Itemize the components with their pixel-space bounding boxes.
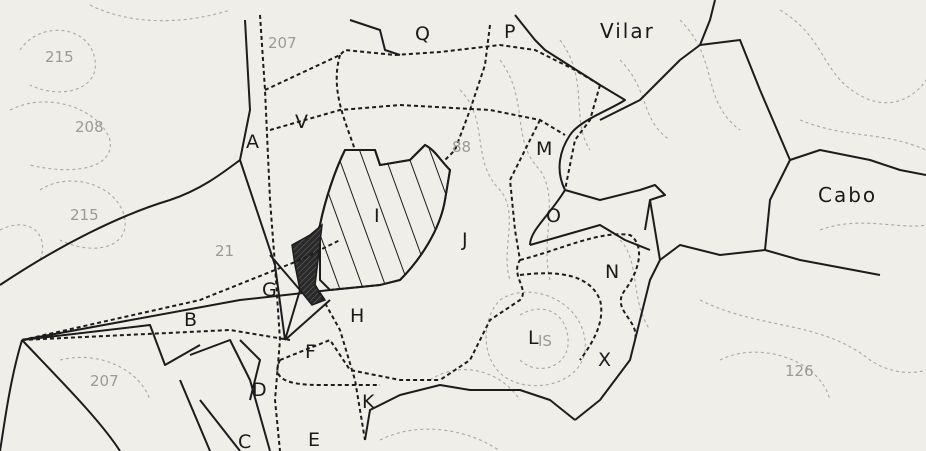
elevation-label: IS — [538, 332, 552, 350]
contour-lines — [0, 4, 926, 451]
parcel-label: N — [605, 261, 619, 283]
parcel-label: E — [308, 429, 320, 451]
elevation-label: 21 — [215, 242, 234, 260]
place-label: Cabo — [818, 183, 877, 207]
parcel-label: J — [461, 229, 468, 251]
parcel-label: D — [252, 379, 267, 401]
parcel-label: M — [536, 138, 552, 160]
elevation-label: 207 — [268, 34, 297, 52]
elevation-label: 208 — [75, 118, 104, 136]
parcel-label: Q — [415, 23, 430, 45]
elevation-label: 126 — [785, 362, 814, 380]
hatched-parcel-i — [319, 143, 452, 292]
parcel-label: O — [546, 205, 561, 227]
place-label: Vilar — [600, 19, 655, 43]
parcel-label: L — [528, 327, 539, 349]
dashed-boundaries — [21, 14, 641, 451]
parcel-label: B — [184, 309, 197, 331]
parcel-label: H — [350, 305, 364, 327]
elevation-label: 215 — [70, 206, 99, 224]
elevation-label: 88 — [452, 138, 471, 156]
parcel-label: X — [598, 349, 611, 371]
elevation-label: 207 — [90, 372, 119, 390]
parcel-label: C — [238, 431, 251, 451]
parcel-labels: Q P V A M I O J N G B H L F X D K C E — [184, 21, 619, 451]
parcel-label: F — [305, 341, 316, 363]
parcel-label: A — [246, 131, 259, 153]
elevation-labels: 215 207 208 88 215 21 IS 207 126 — [45, 34, 814, 390]
elevation-label: 215 — [45, 48, 74, 66]
parcel-label: K — [362, 391, 375, 413]
parcel-label: V — [295, 111, 308, 133]
parcel-label: I — [374, 205, 380, 227]
parcel-label: G — [262, 279, 277, 301]
parcel-label: P — [504, 21, 515, 43]
